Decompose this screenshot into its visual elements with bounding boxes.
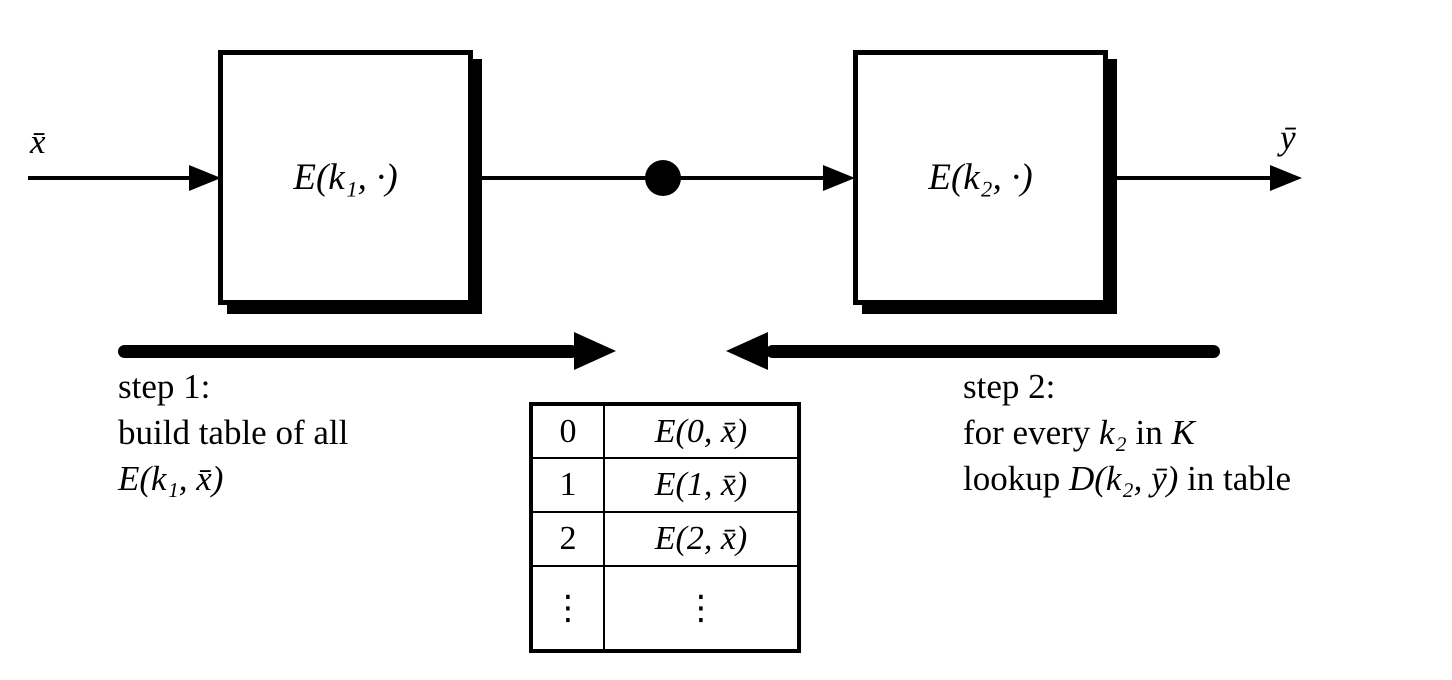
table-row: 2 E(2, x̄) [530, 511, 800, 567]
encryption-box-1-label: E(k₁, ·) [293, 157, 398, 198]
step2-arrowhead-icon [726, 332, 768, 370]
encryption-box-1: E(k₁, ·) [218, 50, 473, 305]
step2-line3: lookup D(k₂, ȳ) in table [963, 456, 1291, 502]
step1-line2: build table of all [118, 413, 349, 452]
step1-title: step 1: [118, 367, 211, 406]
step2-line3-post: in table [1178, 459, 1292, 498]
table-key-2: 2 [530, 511, 605, 567]
step1-arrowhead-icon [574, 332, 616, 370]
step1-description: step 1: build table of all E(k₁, x̄) [118, 364, 348, 502]
step2-arrow-line [766, 345, 1220, 358]
output-label-ybar: ȳ [1280, 118, 1296, 157]
middle-arrowhead-icon [823, 165, 855, 191]
table-value-2: E(2, x̄) [603, 511, 800, 567]
lookup-table: 0 E(0, x̄) 1 E(1, x̄) 2 E(2, x̄) ⋮ ⋮ [529, 402, 801, 653]
step2-line3-math: D(k₂, ȳ) [1068, 459, 1179, 498]
table-row-ellipsis: ⋮ ⋮ [530, 565, 800, 652]
step2-keyspace-symbol: K [1171, 413, 1195, 452]
step2-line2-mid: in [1126, 413, 1172, 452]
table-value-1: E(1, x̄) [603, 457, 800, 513]
output-arrowhead-icon [1270, 165, 1302, 191]
table-key-dots: ⋮ [530, 565, 605, 652]
step2-description: step 2: for every k₂ in K lookup D(k₂, ȳ… [963, 364, 1291, 502]
step2-line2-pre: for every [963, 413, 1100, 452]
step2-title: step 2: [963, 367, 1056, 406]
encryption-box-2: E(k₂, ·) [853, 50, 1108, 305]
table-value-0: E(0, x̄) [603, 403, 800, 459]
input-arrow-line [28, 176, 192, 180]
step1-line3: E(k₁, x̄) [118, 456, 348, 502]
step1-line3-math: E(k₁, x̄) [118, 459, 224, 498]
table-value-dots: ⋮ [603, 565, 800, 652]
table-row: 0 E(0, x̄) [530, 403, 800, 459]
table-key-0: 0 [530, 403, 605, 459]
step2-line3-pre: lookup [963, 459, 1069, 498]
step2-line2-key2: k₂ [1099, 413, 1127, 452]
lookup-table-grid: 0 E(0, x̄) 1 E(1, x̄) 2 E(2, x̄) ⋮ ⋮ [529, 402, 801, 653]
input-label-xbar: x̄ [30, 122, 46, 161]
step2-line2: for every k₂ in K [963, 410, 1291, 456]
table-key-1: 1 [530, 457, 605, 513]
junction-dot-icon [645, 160, 681, 196]
output-arrow-line [1112, 176, 1272, 180]
encryption-box-2-label: E(k₂, ·) [928, 157, 1033, 198]
step1-arrow-line [118, 345, 578, 358]
table-row: 1 E(1, x̄) [530, 457, 800, 513]
input-arrowhead-icon [189, 165, 221, 191]
